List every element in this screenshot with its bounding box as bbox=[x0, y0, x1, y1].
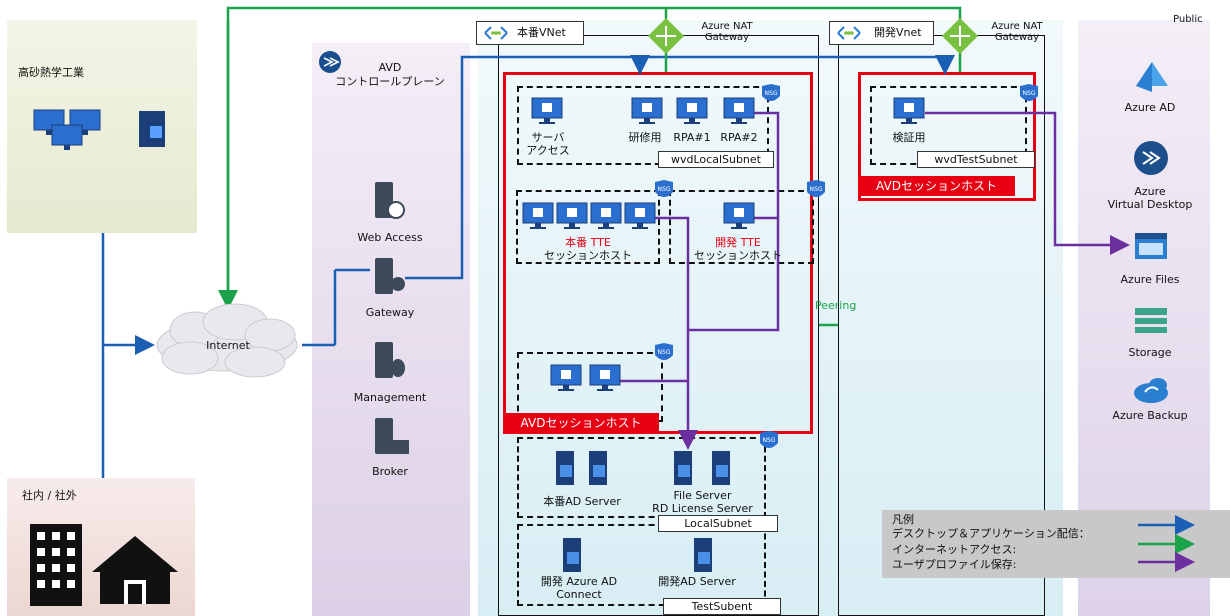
avd-session-host-tag-prod: AVDセッションホスト bbox=[503, 413, 659, 433]
dev-nat-text: Azure NAT Gateway bbox=[991, 21, 1043, 43]
dev-tte-subnet-box bbox=[669, 190, 814, 264]
server-access-text: サーバ アクセス bbox=[526, 131, 570, 157]
azure-files-label: Azure Files bbox=[1120, 273, 1180, 286]
azure-backup-label: Azure Backup bbox=[1112, 409, 1188, 422]
verify-label: 検証用 bbox=[892, 131, 926, 144]
legend-title: 凡例 bbox=[892, 513, 914, 526]
azure-ad-label: Azure AD bbox=[1124, 101, 1176, 114]
dev-vnet-text: 開発Vnet bbox=[874, 26, 922, 39]
test-subnet-box bbox=[517, 524, 766, 606]
dev-tte-title: 開発 TTE bbox=[715, 236, 761, 249]
rpa1-label: RPA#1 bbox=[673, 131, 711, 144]
prod-nat-label: Azure NAT Gateway bbox=[697, 21, 757, 43]
wvd-local-subnet-label: wvdLocalSubnet bbox=[658, 151, 774, 168]
local-subnet-label: LocalSubnet bbox=[658, 515, 778, 532]
file-server-label: File Server RD License Server bbox=[645, 489, 760, 515]
peering-label: Peering bbox=[815, 299, 857, 312]
dev-tte-sub: セッションホスト bbox=[694, 249, 782, 262]
test-subnet-label: TestSubent bbox=[663, 598, 781, 615]
internet-label: Internet bbox=[206, 339, 250, 352]
management-label: Management bbox=[353, 391, 427, 404]
public-title: Public bbox=[1173, 14, 1203, 25]
server-access-label: サーバ アクセス bbox=[523, 131, 573, 157]
legend-item-2: インターネットアクセス: bbox=[892, 543, 1017, 556]
prod-tte-sub: セッションホスト bbox=[544, 249, 632, 262]
dev-ad-server-label: 開発AD Server bbox=[658, 575, 736, 588]
dev-ad-connect-text: 開発 Azure AD Connect bbox=[540, 575, 618, 601]
local-subnet-box bbox=[517, 437, 766, 518]
avd-title-2: コントロールプレーン bbox=[335, 75, 445, 88]
gateway-label: Gateway bbox=[365, 306, 415, 319]
web-access-label: Web Access bbox=[357, 231, 423, 244]
azure-vd-label: Azure Virtual Desktop bbox=[1095, 185, 1205, 211]
prod-nat-text: Azure NAT Gateway bbox=[701, 21, 753, 43]
prod-tte-subnet-box bbox=[516, 190, 660, 264]
avd-session-host-tag-dev: AVDセッションホスト bbox=[858, 176, 1015, 196]
wvd-test-subnet-label: wvdTestSubnet bbox=[917, 151, 1035, 168]
legend-item-3: ユーザプロファイル保存: bbox=[892, 558, 1017, 571]
vnet-icon bbox=[837, 26, 861, 40]
company-label: 高砂熱学工業 bbox=[18, 66, 84, 79]
vnet-icon bbox=[484, 26, 508, 40]
azure-vd-text: Azure Virtual Desktop bbox=[1107, 185, 1193, 211]
dev-nat-label: Azure NAT Gateway bbox=[987, 21, 1047, 43]
rpa2-label: RPA#2 bbox=[720, 131, 758, 144]
storage-label: Storage bbox=[1128, 346, 1172, 359]
ad-server-label: 本番AD Server bbox=[543, 495, 621, 508]
wvd-local-subnet-box bbox=[517, 86, 769, 165]
training-label: 研修用 bbox=[628, 131, 662, 144]
prod-tte-title: 本番 TTE bbox=[565, 236, 611, 249]
avd-title-1: AVD bbox=[378, 61, 402, 74]
broker-label: Broker bbox=[372, 465, 408, 478]
dev-ad-connect-label: 開発 Azure AD Connect bbox=[532, 575, 626, 601]
prod-vnet-label: 本番VNet bbox=[476, 21, 584, 45]
office-label: 社内 / 社外 bbox=[22, 489, 77, 502]
file-server-text: File Server RD License Server bbox=[652, 489, 753, 515]
dev-vnet-label: 開発Vnet bbox=[829, 21, 934, 45]
avd-control-plane-panel bbox=[312, 43, 470, 616]
legend-item-1: デスクトップ＆アプリケーション配信： bbox=[892, 527, 1090, 540]
prod-vnet-text: 本番VNet bbox=[517, 26, 566, 39]
